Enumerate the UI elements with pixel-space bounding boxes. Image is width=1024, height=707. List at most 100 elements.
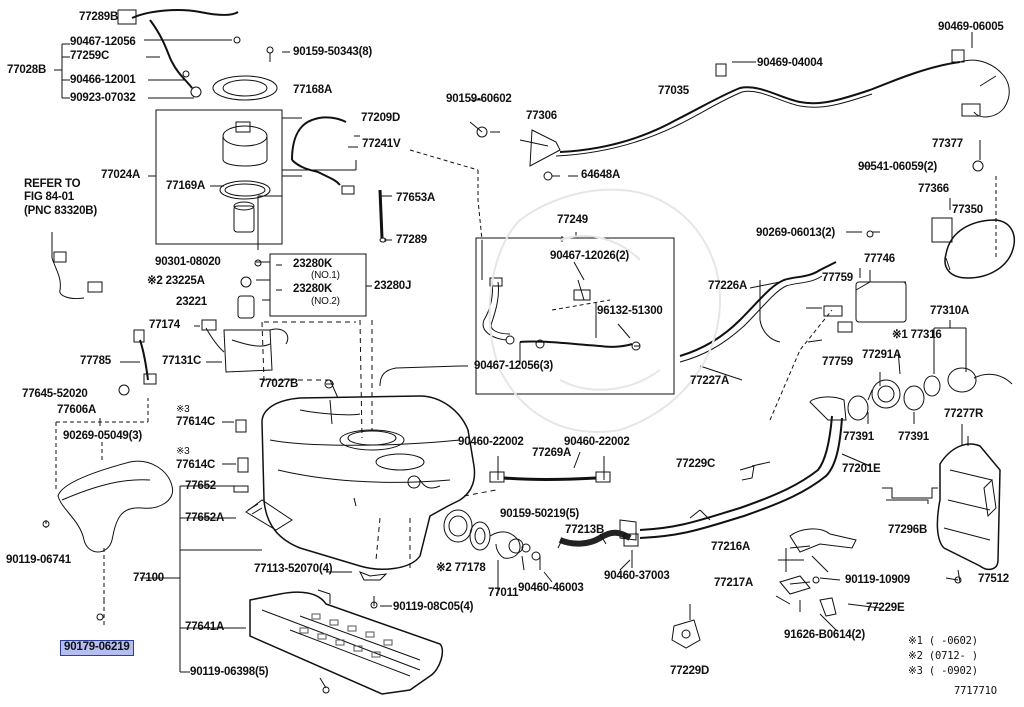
refer-line-2: FIG 84-01	[24, 191, 74, 203]
part-77216A-label[interactable]: 77216A	[711, 541, 751, 553]
part-77011-label[interactable]: 77011	[488, 587, 519, 599]
part-77035-label[interactable]: 77035	[658, 85, 689, 97]
part-77641A-label[interactable]: 77641A	[185, 621, 225, 633]
part-90269-06013-label[interactable]: 90269-06013(2)	[756, 227, 836, 239]
part-77249-label[interactable]: 77249	[557, 214, 588, 226]
part-77213B-label[interactable]: 77213B	[565, 524, 605, 536]
part-77174-label[interactable]: 77174	[149, 319, 180, 331]
breather-tube	[409, 49, 1010, 280]
part-77241V-label[interactable]: 77241V	[362, 138, 401, 150]
part-90923-07032-label[interactable]: 90923-07032	[70, 92, 136, 104]
part-77759-b-label[interactable]: 77759	[822, 356, 853, 368]
note-3-b: ※3	[176, 446, 190, 457]
part-77168A-label[interactable]: 77168A	[293, 84, 333, 96]
part-77377-label[interactable]: 77377	[932, 138, 963, 150]
refer-harness	[51, 232, 103, 299]
part-90119-10909-label[interactable]: 90119-10909	[845, 574, 910, 586]
part-77350-label[interactable]: 77350	[952, 204, 983, 216]
part-77316-label[interactable]: ※1 77316	[892, 329, 942, 341]
part-77606A-label[interactable]: 77606A	[57, 404, 97, 416]
part-77652A-label[interactable]: 77652A	[185, 512, 225, 524]
part-90159-50219-label[interactable]: 90159-50219(5)	[500, 508, 580, 520]
part-77652-label[interactable]: 77652	[185, 480, 216, 492]
part-90460-37003-label[interactable]: 90460-37003	[604, 570, 670, 582]
note-3: ※3 ( -0902)	[908, 665, 978, 677]
part-77653A-label[interactable]: 77653A	[396, 192, 436, 204]
part-77785-label[interactable]: 77785	[80, 355, 111, 367]
part-77024A-label[interactable]: 77024A	[101, 169, 141, 181]
part-77391-a-label[interactable]: 77391	[843, 431, 874, 443]
watermark	[488, 188, 722, 433]
part-23225A-label[interactable]: ※2 23225A	[147, 275, 205, 287]
part-23280K-1-label[interactable]: 23280K	[293, 258, 333, 270]
part-90119-08C05-label[interactable]: 90119-08C05(4)	[393, 601, 474, 613]
part-77027B-label[interactable]: 77027B	[259, 378, 299, 390]
part-77269A-label[interactable]: 77269A	[532, 447, 572, 459]
part-77178-label[interactable]: ※2 77178	[436, 562, 486, 574]
part-77113-52070-label[interactable]: 77113-52070(4)	[254, 563, 333, 575]
part-90469-04004-label[interactable]: 90469-04004	[757, 57, 823, 69]
pump-box	[148, 109, 302, 245]
note-3-a: ※3	[176, 404, 190, 415]
part-77209D-label[interactable]: 77209D	[361, 112, 401, 124]
part-77746-label[interactable]: 77746	[864, 253, 895, 265]
part-77366-label[interactable]: 77366	[918, 183, 949, 195]
part-64648A-label[interactable]: 64648A	[581, 169, 621, 181]
part-77226A-label[interactable]: 77226A	[708, 280, 748, 292]
part-77028B-label[interactable]: 77028B	[7, 64, 47, 76]
filler-pipe	[619, 396, 847, 541]
part-90460-22002-a-label[interactable]: 90460-22002	[458, 436, 524, 448]
part-90467-12056-3-label[interactable]: 90467-12056(3)	[474, 360, 554, 372]
regulator-group	[237, 253, 372, 319]
refer-line-3: (PNC 83320B)	[24, 205, 98, 217]
part-77100-label[interactable]: 77100	[133, 572, 164, 584]
part-23280J-label[interactable]: 23280J	[374, 280, 412, 292]
part-77645-52020-label[interactable]: 77645-52020	[22, 388, 88, 400]
part-77229E-label[interactable]: 77229E	[866, 602, 905, 614]
part-90469-06005-label[interactable]: 90469-06005	[938, 21, 1004, 33]
part-77131C-label[interactable]: 77131C	[162, 355, 202, 367]
part-90467-12026-label[interactable]: 90467-12026(2)	[550, 250, 630, 262]
part-23221-label[interactable]: 23221	[176, 296, 207, 308]
part-77227A-label[interactable]: 77227A	[690, 375, 730, 387]
part-77614C-b-label[interactable]: 77614C	[176, 459, 216, 471]
part-77310A-label[interactable]: 77310A	[930, 305, 970, 317]
float-rod	[378, 189, 392, 243]
part-77201E-label[interactable]: 77201E	[842, 463, 881, 475]
part-90467-12056-label[interactable]: 90467-12056	[70, 36, 136, 48]
part-90460-22002-b-label[interactable]: 90460-22002	[564, 436, 630, 448]
part-77289-label[interactable]: 77289	[396, 234, 427, 246]
part-90119-06741-label[interactable]: 90119-06741	[6, 554, 71, 566]
part-77306-label[interactable]: 77306	[526, 110, 557, 122]
part-90179-06219-label-highlighted[interactable]: 90179-06219	[60, 640, 134, 656]
part-90301-08020-label[interactable]: 90301-08020	[155, 256, 221, 268]
skid-plate	[249, 571, 444, 695]
part-90541-06059-label[interactable]: 90541-06059(2)	[858, 161, 938, 173]
box-77249	[475, 232, 675, 395]
part-77169A-label[interactable]: 77169A	[166, 180, 206, 192]
part-90119-06398-label[interactable]: 90119-06398(5)	[190, 666, 269, 678]
part-77277R-label[interactable]: 77277R	[944, 408, 984, 420]
part-90269-05049-label[interactable]: 90269-05049(3)	[63, 430, 143, 442]
part-23280K-1-note: (NO.1)	[311, 270, 340, 281]
part-77259C-label[interactable]: 77259C	[70, 50, 110, 62]
part-77217A-label[interactable]: 77217A	[714, 577, 754, 589]
part-77759-a-label[interactable]: 77759	[822, 272, 853, 284]
fuel-tank	[261, 319, 497, 570]
part-77291A-label[interactable]: 77291A	[862, 349, 902, 361]
part-90159-60602-label[interactable]: 90159-60602	[446, 93, 512, 105]
part-77614C-a-label[interactable]: 77614C	[176, 416, 216, 428]
part-77229D-label[interactable]: 77229D	[670, 665, 710, 677]
pump-tube	[257, 116, 360, 250]
part-77512-label[interactable]: 77512	[978, 573, 1009, 585]
part-77391-b-label[interactable]: 77391	[898, 431, 929, 443]
part-90466-12001-label[interactable]: 90466-12001	[70, 74, 136, 86]
part-23280K-2-label[interactable]: 23280K	[293, 283, 333, 295]
part-90159-50343-label[interactable]: 90159-50343(8)	[293, 46, 373, 58]
part-77229C-label[interactable]: 77229C	[676, 458, 716, 470]
part-90460-46003-label[interactable]: 90460-46003	[518, 582, 584, 594]
part-77289B-label[interactable]: 77289B	[79, 11, 119, 23]
part-91626-B0614-label[interactable]: 91626-B0614(2)	[784, 629, 865, 641]
part-96132-51300-label[interactable]: 96132-51300	[597, 305, 663, 317]
part-77296B-label[interactable]: 77296B	[888, 524, 928, 536]
